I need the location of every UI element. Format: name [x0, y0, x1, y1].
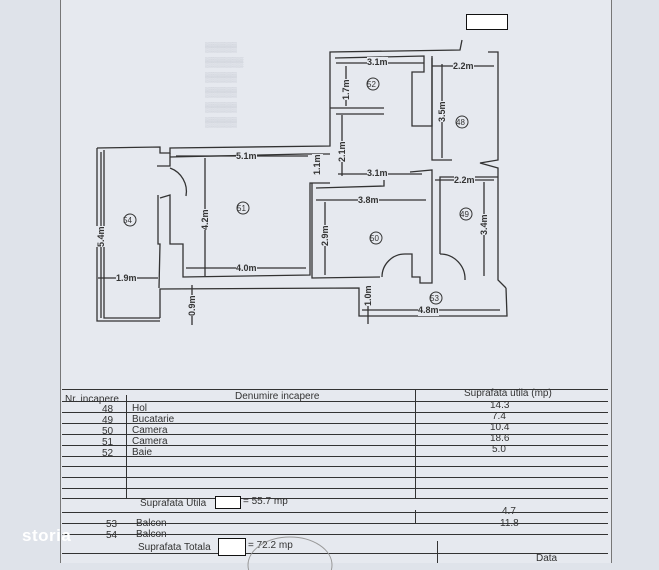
wall: [159, 182, 330, 278]
door-arc: [169, 167, 188, 197]
door-arc: [381, 253, 406, 278]
header-nr: Nr. incapere: [65, 394, 119, 405]
room-label: 54: [123, 216, 132, 225]
wall: [439, 176, 498, 254]
total-area-value: = 72.2 mp: [248, 540, 293, 551]
dimension-label: 2.2m: [453, 61, 474, 72]
redacted-box: [215, 496, 241, 509]
wall: [431, 58, 452, 161]
redacted-box: [218, 538, 246, 556]
dimension-label: 3.1m: [367, 57, 388, 68]
dimension-label: 3.8m: [358, 195, 379, 206]
room-label: 51: [237, 204, 246, 213]
dimension-label: 3.5m: [437, 101, 448, 122]
header-name: Denumire incapere: [235, 391, 320, 402]
wall: [405, 169, 433, 284]
wall: [315, 180, 385, 189]
balcony-area: 11.8: [500, 518, 519, 529]
dimension-label: 4.0m: [236, 263, 257, 274]
document-page: [60, 0, 612, 563]
wall: [479, 51, 507, 289]
dimension-label: 1.7m: [341, 79, 352, 100]
room-markers: [123, 77, 473, 305]
watermark-logo: storia: [22, 526, 72, 545]
wall: [157, 153, 171, 167]
dimension-label: 1.9m: [116, 273, 137, 284]
header-area: Suprafata utila (mp): [464, 388, 552, 399]
dimension-label: 3.1m: [367, 168, 388, 179]
dimension-label: 3.4m: [479, 214, 490, 235]
door-arc: [439, 253, 466, 281]
faded-text: ▒▒▒▒▒▒▒▒▒▒▒▒▒▒▒▒▒▒▒▒▒▒▒▒▒▒▒▒▒▒▒: [205, 42, 244, 127]
dimension-label: 4.8m: [418, 305, 439, 316]
dimension-label: 1.0m: [363, 285, 374, 306]
redacted-box: [466, 14, 508, 30]
total-area-label: Suprafata Totala: [138, 542, 211, 553]
room-label: 53: [430, 294, 439, 303]
dimension-label: 4.2m: [200, 209, 211, 230]
date-label: Data: [536, 553, 558, 564]
dimension-label: 2.1m: [337, 141, 348, 162]
balcony-area: 4.7: [502, 506, 516, 517]
dimension-label: 1.1m: [312, 154, 323, 175]
room-label: 48: [456, 118, 465, 127]
useful-area-label: Suprafata Utila: [140, 498, 207, 509]
dimension-label: 2.9m: [320, 225, 331, 246]
dimension-label: 5.1m: [236, 151, 257, 162]
room-label: 50: [370, 234, 379, 243]
wall: [159, 287, 508, 318]
room-label: 52: [367, 80, 376, 89]
dimension-label: 0.9m: [187, 295, 198, 316]
wall: [96, 148, 160, 322]
dimension-label: 2.2m: [454, 175, 475, 186]
wall: [103, 150, 160, 319]
useful-area-value: = 55.7 mp: [243, 496, 288, 507]
wall: [96, 39, 463, 154]
dimension-label: 5.4m: [96, 226, 107, 247]
wall: [157, 195, 161, 289]
wall: [311, 183, 381, 279]
stamp-seal: [247, 536, 333, 570]
room-label: 49: [460, 210, 469, 219]
